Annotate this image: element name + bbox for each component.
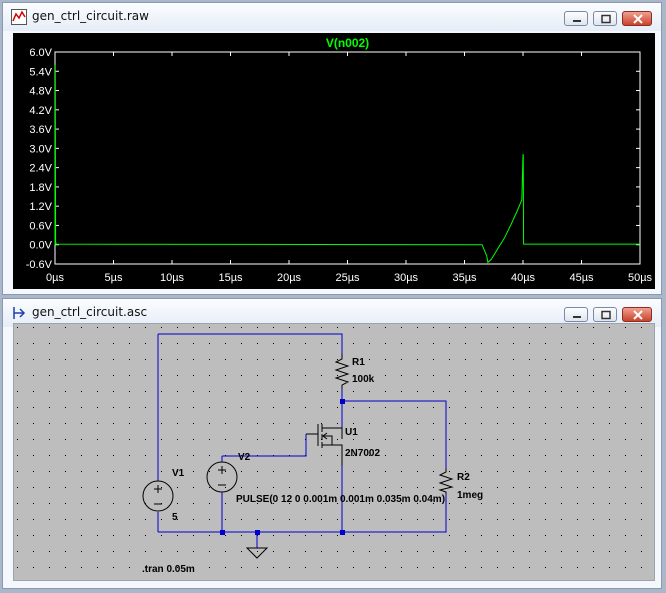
- x-tick-label: 10µs: [160, 272, 185, 284]
- waveform-chart: V(n002) 6.0V 5.4V 4.8V 4.2V 3.6V 3.0V 2.4V 1.8V 1…: [26, 36, 653, 284]
- voltage-source-v1[interactable]: [142, 480, 174, 512]
- waveform-icon: [11, 9, 27, 25]
- restore-button[interactable]: [593, 307, 617, 322]
- mosfet-u1[interactable]: [306, 424, 343, 466]
- restore-icon: [601, 310, 611, 320]
- plot-border: [54, 51, 641, 265]
- close-icon: [633, 310, 643, 320]
- y-tick-label: -0.6V: [26, 259, 53, 271]
- x-tick-label: 0µs: [46, 272, 64, 284]
- restore-button[interactable]: [593, 11, 617, 26]
- r2-value: 1meg: [457, 490, 483, 501]
- u1-value: 2N7002: [345, 448, 380, 459]
- v1-name: V1: [172, 468, 185, 479]
- x-tick-label: 5µs: [105, 272, 123, 284]
- schematic-window-title: gen_ctrl_circuit.asc: [32, 305, 148, 319]
- v2-value: PULSE(0 12 0 0.001m 0.001m 0.035m 0.04m): [236, 494, 445, 505]
- resistor-r2[interactable]: [438, 468, 454, 494]
- x-tick-label: 15µs: [218, 272, 243, 284]
- y-tick-label: 4.8V: [29, 86, 52, 98]
- y-tick-label: 3.6V: [29, 124, 52, 136]
- r1-value: 100k: [352, 374, 375, 385]
- y-tick-label: 4.2V: [29, 105, 52, 117]
- y-tick-label: 3.0V: [29, 143, 52, 155]
- r1-name: R1: [352, 357, 365, 368]
- restore-icon: [601, 14, 611, 24]
- x-tick-label: 30µs: [394, 272, 419, 284]
- plot-window-title: gen_ctrl_circuit.raw: [32, 9, 149, 23]
- x-tick-label: 40µs: [511, 272, 536, 284]
- y-tick-label: 1.2V: [29, 201, 52, 213]
- x-tick-label: 25µs: [335, 272, 360, 284]
- plot-area[interactable]: V(n002) 6.0V 5.4V 4.8V 4.2V 3.6V 3.0V 2.4V 1.8V 1…: [13, 33, 655, 289]
- schematic-window: gen_ctrl_circuit.asc: [2, 298, 662, 589]
- schematic-canvas[interactable]: R1 100k U1 2N7002 V1 5 V2 R2 1meg PULSE(…: [13, 323, 655, 581]
- r2-name: R2: [457, 472, 470, 483]
- plot-window: gen_ctrl_circuit.raw V(n002) 6.0V 5.4V 4.8V…: [2, 2, 662, 295]
- x-tick-label: 45µs: [569, 272, 594, 284]
- close-icon: [633, 14, 643, 24]
- y-tick-label: 5.4V: [29, 66, 52, 78]
- voltage-source-v2[interactable]: [206, 461, 238, 493]
- x-tick-label: 35µs: [452, 272, 477, 284]
- x-tick-label: 50µs: [628, 272, 653, 284]
- u1-name: U1: [345, 427, 358, 438]
- series-line-vn002: [54, 64, 640, 264]
- close-button[interactable]: [622, 307, 652, 322]
- schematic-window-titlebar[interactable]: gen_ctrl_circuit.asc: [3, 299, 661, 327]
- v1-value: 5: [172, 512, 178, 523]
- y-tick-label: 6.0V: [29, 47, 52, 59]
- v2-name: V2: [238, 452, 251, 463]
- y-tick-label: 2.4V: [29, 163, 52, 175]
- minimize-icon: [573, 20, 581, 22]
- schematic-icon: [13, 307, 26, 319]
- spice-directive: .tran 0.05m: [142, 564, 195, 575]
- y-tick-label: 0.6V: [29, 220, 52, 232]
- y-tick-label: 1.8V: [29, 182, 52, 194]
- minimize-icon: [573, 316, 581, 318]
- close-button[interactable]: [622, 11, 652, 26]
- chart-title: V(n002): [326, 36, 369, 50]
- schematic-drawing: R1 100k U1 2N7002 V1 5 V2 R2 1meg PULSE(…: [14, 324, 654, 580]
- junctions: [220, 399, 345, 535]
- ground-symbol[interactable]: [245, 547, 269, 559]
- x-tick-label: 20µs: [277, 272, 302, 284]
- plot-window-titlebar[interactable]: gen_ctrl_circuit.raw: [3, 3, 661, 31]
- minimize-button[interactable]: [564, 307, 588, 322]
- resistor-r1[interactable]: [334, 354, 350, 389]
- y-tick-label: 0.0V: [29, 240, 52, 252]
- minimize-button[interactable]: [564, 11, 588, 26]
